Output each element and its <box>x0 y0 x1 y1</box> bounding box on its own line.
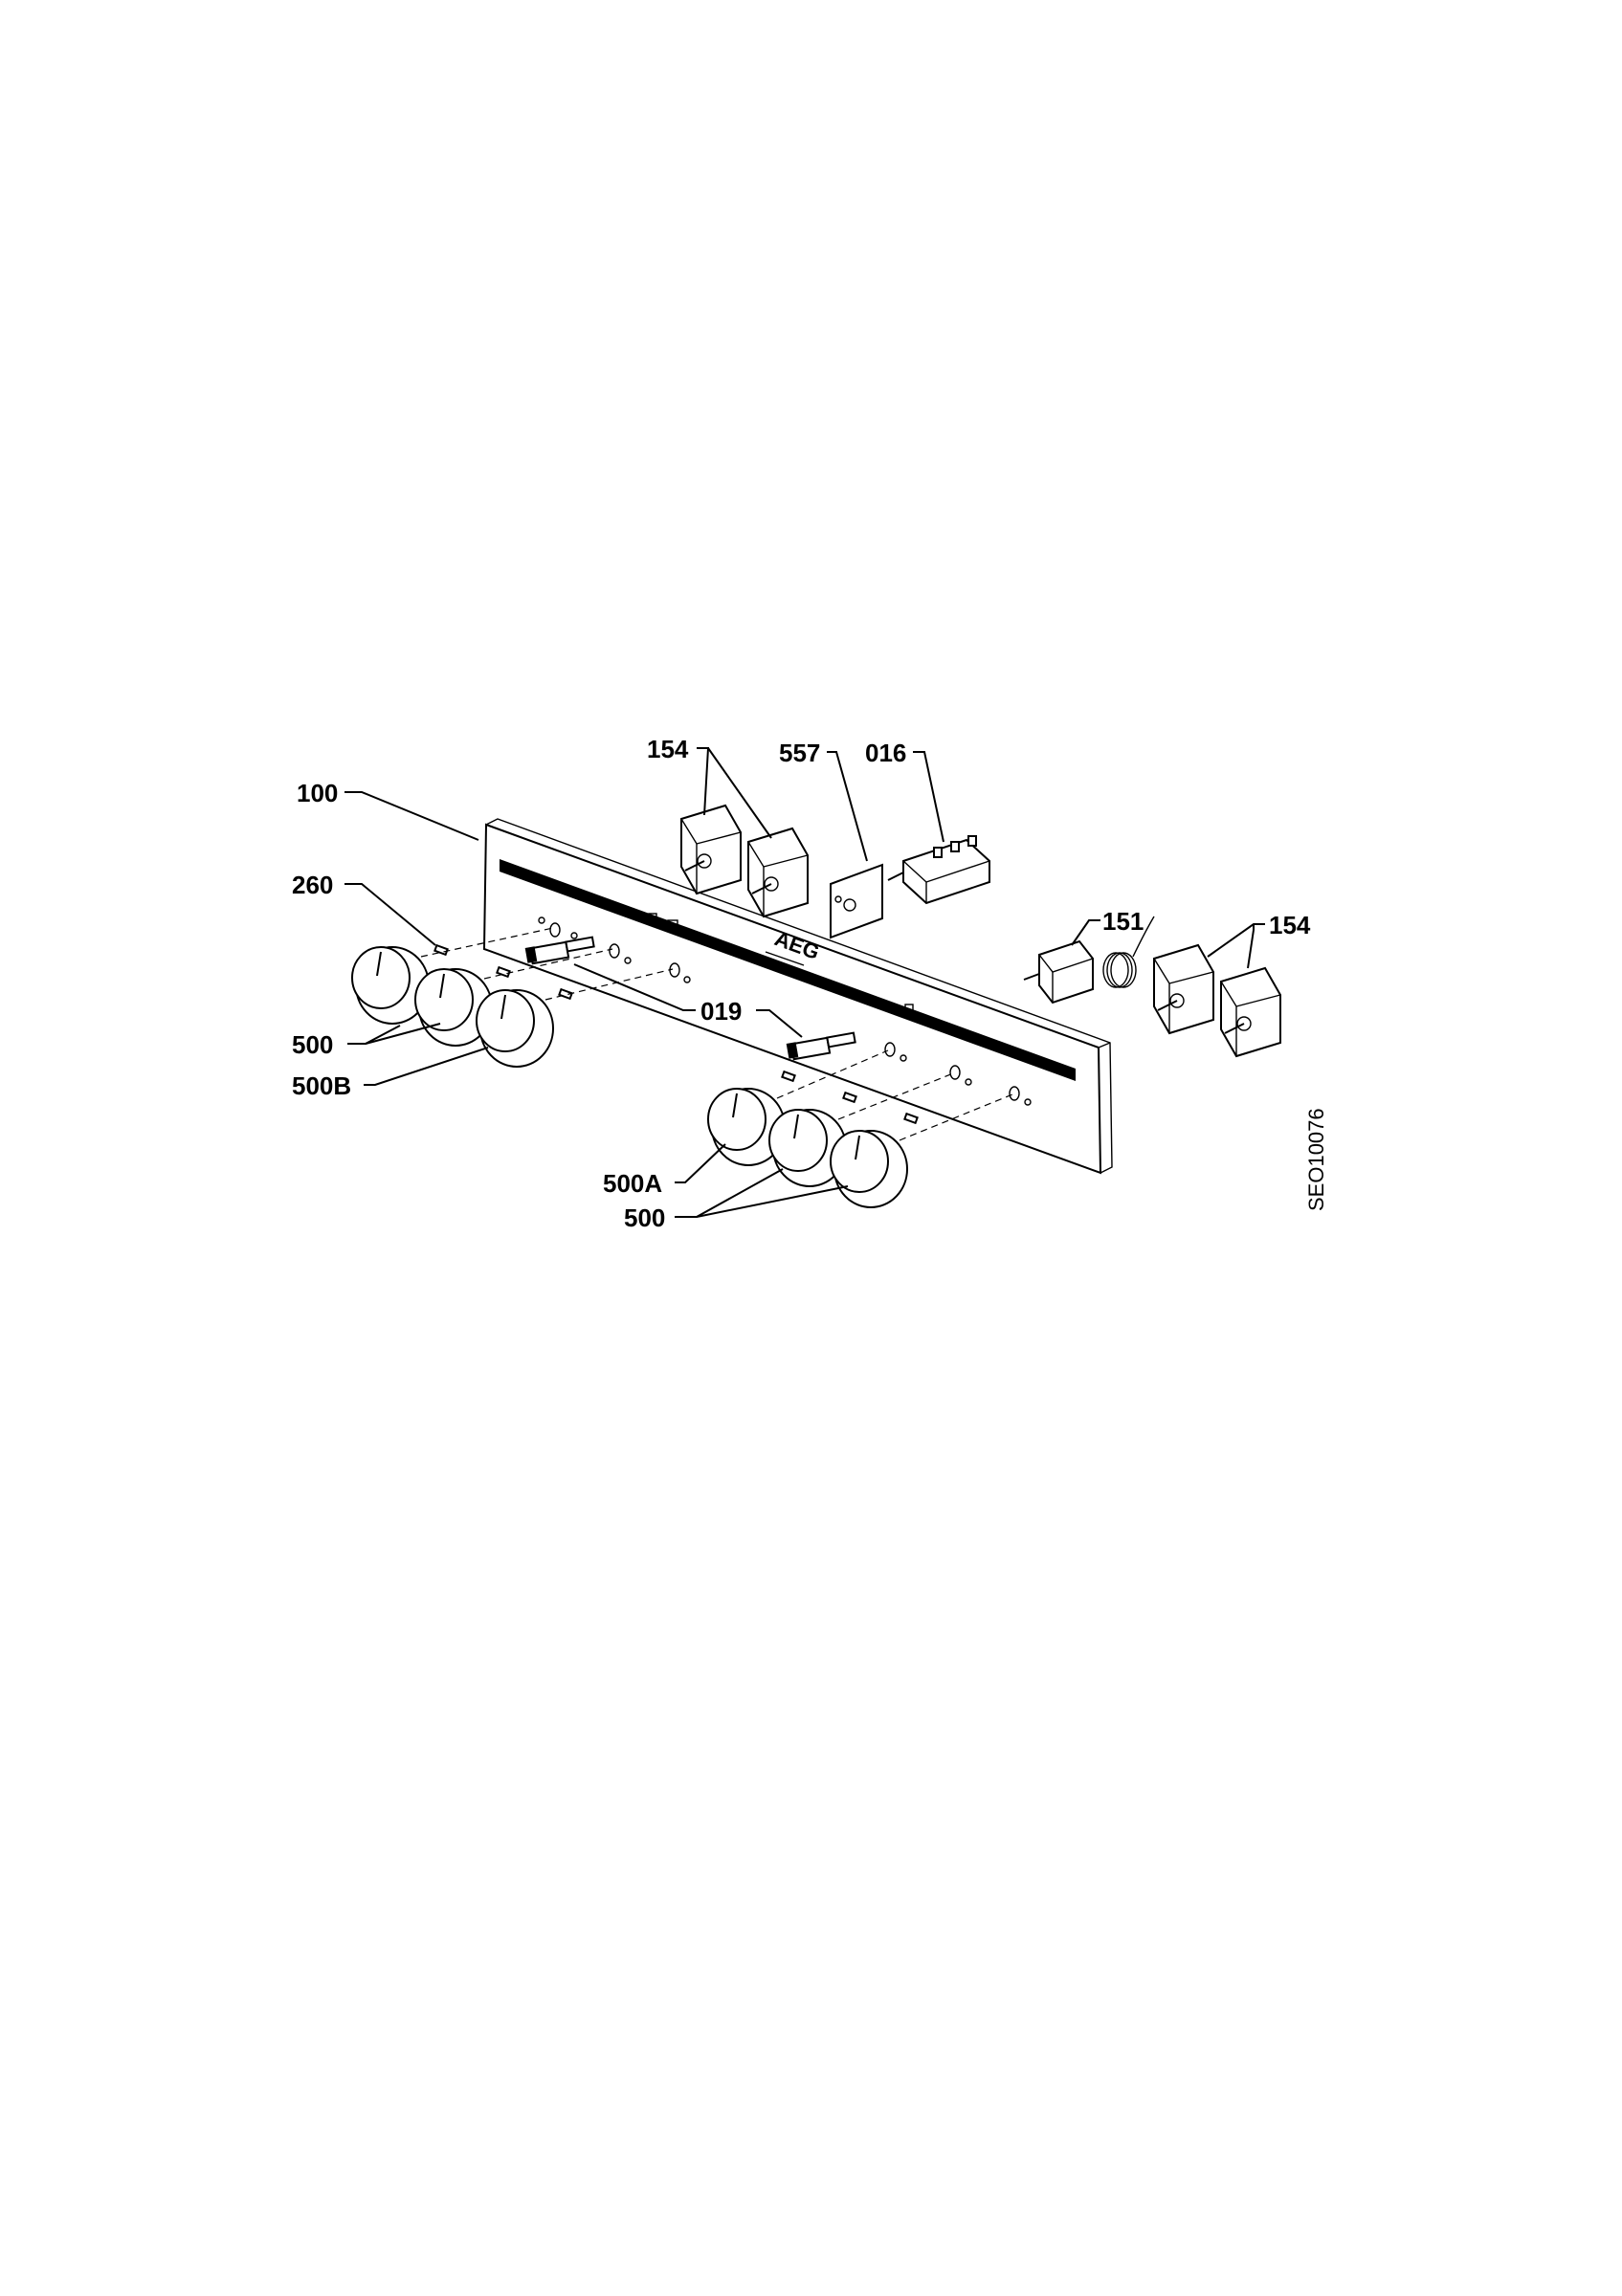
label-154-right: 154 <box>1269 911 1311 939</box>
label-500B: 500B <box>292 1071 351 1100</box>
label-557: 557 <box>779 739 820 767</box>
panel-display-strip <box>500 859 1076 1081</box>
control-panel: AEG <box>482 818 1113 1175</box>
panel-knob-holes <box>538 913 1032 1106</box>
label-260: 260 <box>292 871 333 899</box>
left-knob-group <box>351 927 674 1068</box>
indicator-lamp-left <box>524 936 595 965</box>
label-019: 019 <box>700 997 742 1026</box>
label-500A: 500A <box>603 1169 662 1198</box>
label-500-left: 500 <box>292 1030 333 1059</box>
label-100: 100 <box>297 779 338 807</box>
energy-regulator-154-right-1 <box>1153 943 1214 1035</box>
right-knob-group <box>707 1049 1013 1208</box>
label-016: 016 <box>865 739 906 767</box>
label-500-right: 500 <box>624 1203 665 1232</box>
bracket-557 <box>830 863 883 939</box>
energy-regulator-154-right-2 <box>1220 966 1281 1058</box>
knob-500-right-2 <box>830 1130 908 1208</box>
knob-500-left-1 <box>351 946 430 1025</box>
leader-lines <box>344 747 1265 1218</box>
energy-regulator-154-top-1 <box>680 804 742 895</box>
thermostat-151 <box>1023 916 1155 1004</box>
knob-500-left-2 <box>414 968 493 1047</box>
indicator-lamp-right <box>786 1031 856 1061</box>
switch-016 <box>887 835 990 905</box>
label-154-top: 154 <box>647 735 689 763</box>
part-labels: 100 260 154 557 016 151 154 019 500 500B… <box>292 735 1328 1232</box>
drawing-code: SEO10076 <box>1304 1108 1328 1211</box>
energy-regulator-154-top-2 <box>747 827 809 918</box>
label-151: 151 <box>1102 907 1144 936</box>
knob-500B <box>476 989 554 1068</box>
